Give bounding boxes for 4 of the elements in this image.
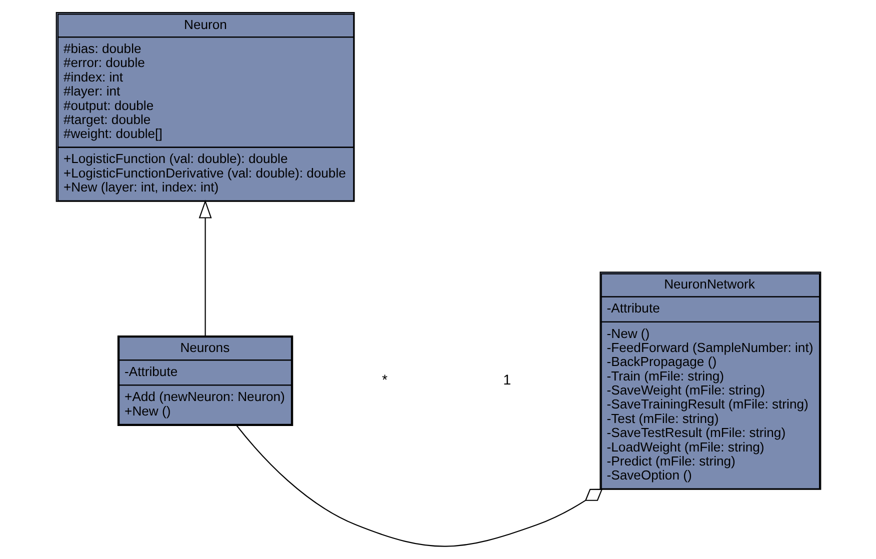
label: *: [382, 372, 388, 388]
label: 1: [502, 372, 511, 388]
arrow: [198, 200, 212, 336]
connector: [236, 425, 602, 547]
